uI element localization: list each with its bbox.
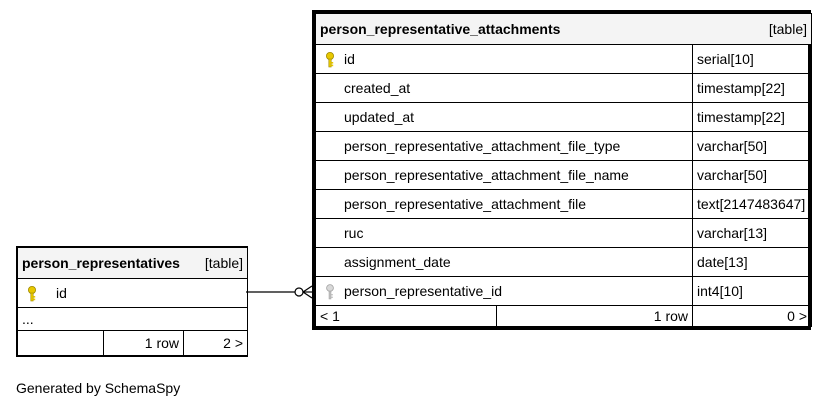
column-row-created-at: created_at — [315, 73, 693, 103]
column-type: varchar[50] — [692, 131, 812, 161]
column-name[interactable]: created_at — [344, 80, 411, 96]
children-count-link[interactable]: 0 > — [692, 305, 812, 327]
column-row-id: id — [315, 44, 693, 74]
parents-count-link[interactable]: < 1 — [315, 305, 497, 327]
column-row-person-representative-id: person_representative_id — [315, 276, 693, 306]
column-row-ruc: ruc — [315, 218, 693, 248]
column-name[interactable]: person_representative_attachment_file_ty… — [344, 138, 621, 154]
column-name[interactable]: id — [56, 285, 67, 301]
row-count: 1 row — [496, 305, 693, 327]
column-row-file-type: person_representative_attachment_file_ty… — [315, 131, 693, 161]
table-kind: [table] — [768, 21, 807, 37]
table-name[interactable]: person_representative_attachments — [320, 21, 561, 37]
column-type: int4[10] — [692, 276, 812, 306]
children-count-link[interactable]: 2 > — [182, 330, 249, 356]
column-type: varchar[13] — [692, 218, 812, 248]
column-name[interactable]: assignment_date — [344, 254, 451, 270]
column-type: varchar[50] — [692, 160, 812, 190]
foreign-key-icon — [326, 284, 334, 300]
column-name[interactable]: id — [344, 51, 355, 67]
person-representative-attachments-table: person_representative_attachments [table… — [312, 10, 812, 330]
optional-circle-icon — [294, 287, 304, 297]
column-type: text[2147483647] — [692, 189, 812, 219]
table-header: person_representative_attachments [table… — [315, 13, 812, 45]
row-count: 1 row — [103, 330, 184, 356]
table-name[interactable]: person_representatives — [22, 255, 180, 271]
column-name[interactable]: updated_at — [344, 109, 415, 125]
primary-key-icon — [326, 52, 334, 68]
column-type: date[13] — [692, 247, 812, 277]
table-kind: [table] — [204, 255, 244, 271]
column-type: timestamp[22] — [692, 73, 812, 103]
column-type: timestamp[22] — [692, 102, 812, 132]
column-row-file-name: person_representative_attachment_file_na… — [315, 160, 693, 190]
more-columns-ellipsis: ... — [16, 307, 249, 331]
table-header: person_representatives [table] — [16, 247, 249, 279]
person-representatives-table: person_representatives [table] id ... — [16, 246, 249, 357]
column-name[interactable]: person_representative_id — [344, 283, 502, 299]
footer-cell-empty — [17, 330, 104, 356]
primary-key-icon — [28, 286, 36, 302]
column-row-assignment-date: assignment_date — [315, 247, 693, 277]
column-name[interactable]: ruc — [344, 225, 364, 241]
ellipsis-text: ... — [22, 311, 34, 327]
column-type: serial[10] — [692, 44, 812, 74]
column-row-updated-at: updated_at — [315, 102, 693, 132]
column-name[interactable]: person_representative_attachment_file — [344, 196, 587, 212]
relationship-connector[interactable] — [246, 280, 316, 304]
crows-foot-icon — [302, 285, 313, 293]
column-name[interactable]: person_representative_attachment_file_na… — [344, 167, 629, 183]
column-row-file: person_representative_attachment_file — [315, 189, 693, 219]
generated-by-text: Generated by SchemaSpy — [16, 380, 181, 396]
column-row-id: id — [16, 278, 249, 308]
